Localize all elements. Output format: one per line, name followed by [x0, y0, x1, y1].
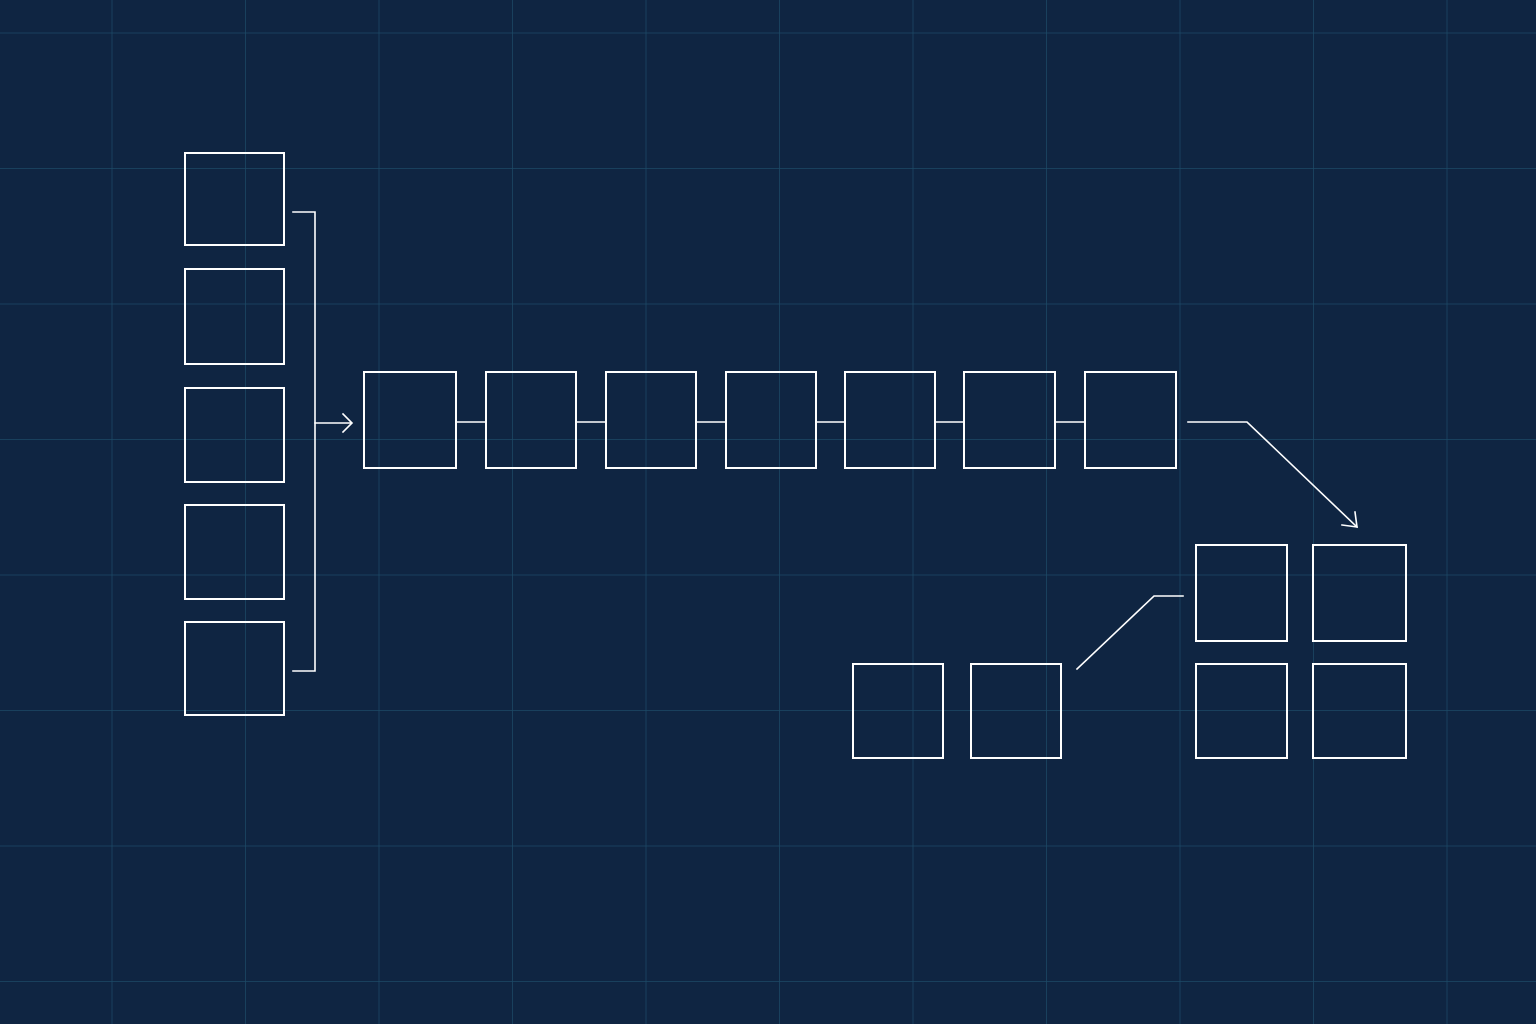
grid-node-top-right[interactable]	[1312, 544, 1407, 642]
diagonal-arrow-shaft	[1187, 421, 1359, 529]
chain-node-3[interactable]	[605, 371, 697, 469]
collector-arrowhead	[341, 412, 354, 434]
chain-node-1[interactable]	[363, 371, 457, 469]
input-node-2[interactable]	[184, 268, 285, 365]
output-pair	[852, 663, 1062, 759]
chain-node-4[interactable]	[725, 371, 817, 469]
diagonal-arrowhead	[1341, 511, 1358, 528]
input-node-4[interactable]	[184, 504, 285, 600]
chain-node-2[interactable]	[485, 371, 577, 469]
pair-node-2[interactable]	[970, 663, 1062, 759]
input-node-5[interactable]	[184, 621, 285, 716]
grid-node-bottom-left[interactable]	[1195, 663, 1288, 759]
grid-node-top-left[interactable]	[1195, 544, 1288, 642]
stack-to-chain-connector	[292, 211, 354, 672]
pair-to-grid-connector	[1075, 595, 1184, 671]
sequence-chain	[363, 371, 1177, 469]
input-node-1[interactable]	[184, 152, 285, 246]
grid-node-bottom-right[interactable]	[1312, 663, 1407, 759]
input-stack	[184, 152, 285, 716]
chain-node-5[interactable]	[844, 371, 936, 469]
output-grid	[1195, 544, 1407, 759]
collector-bracket	[292, 211, 316, 672]
chain-to-grid-connector	[1187, 421, 1359, 529]
chain-node-7[interactable]	[1084, 371, 1177, 469]
pair-node-1[interactable]	[852, 663, 944, 759]
chain-node-6[interactable]	[963, 371, 1056, 469]
input-node-3[interactable]	[184, 387, 285, 483]
